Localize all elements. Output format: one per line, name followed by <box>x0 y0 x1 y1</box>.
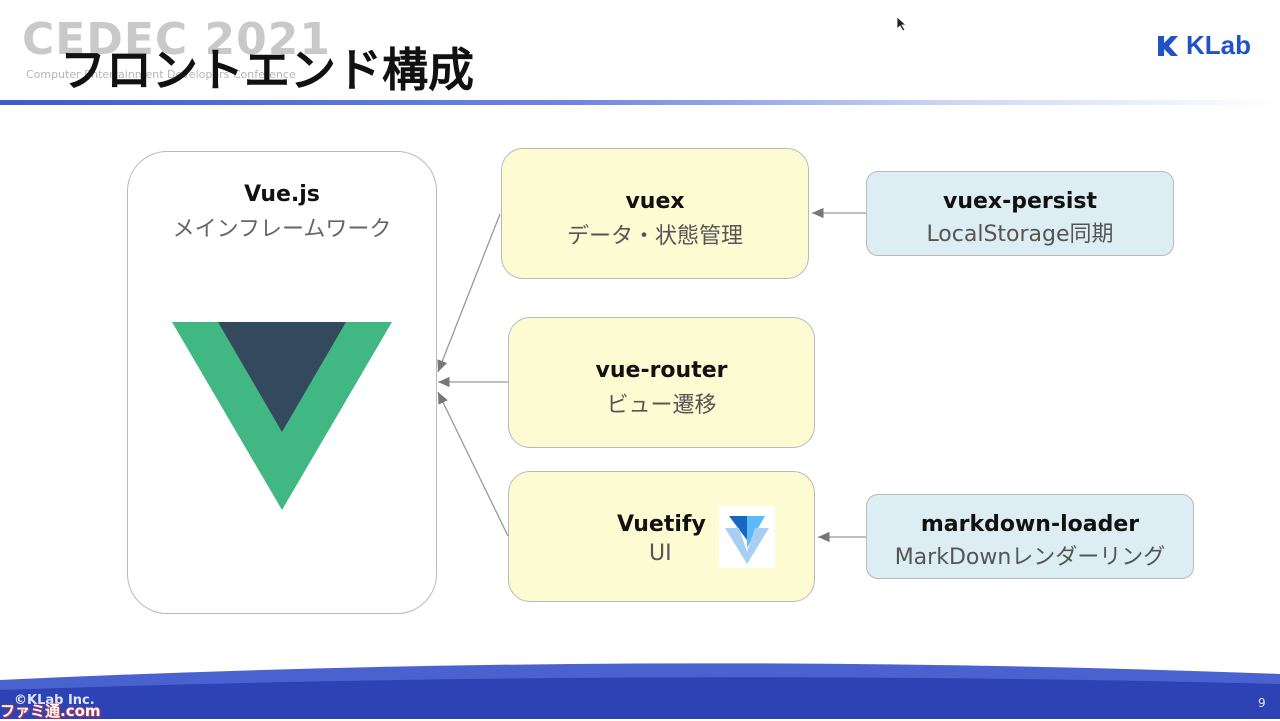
company-logo: KLab <box>1156 30 1251 61</box>
watermark: ファミ通.com <box>0 702 101 720</box>
vuex-box: vuex データ・状態管理 <box>501 148 809 279</box>
vuetify-box: Vuetify UI <box>508 471 815 602</box>
vuex-name: vuex <box>625 189 685 214</box>
vuejs-desc: メインフレームワーク <box>172 217 392 242</box>
event-subtitle: Computer Entertainment Developers Confer… <box>26 68 296 81</box>
page-number: 9 <box>1258 696 1266 710</box>
edge-vuetify-to-vuejs <box>437 391 509 537</box>
event-logo: CEDEC 2021 <box>22 14 331 65</box>
vue-router-desc: ビュー遷移 <box>606 393 717 418</box>
vuejs-box: Vue.js メインフレームワーク <box>127 151 437 614</box>
vuetify-name: Vuetify <box>617 512 706 537</box>
vue-logo-icon <box>172 322 392 510</box>
markdown-loader-name: markdown-loader <box>920 512 1140 537</box>
header-rule <box>0 100 1280 105</box>
vuejs-name: Vue.js <box>244 182 320 207</box>
vuex-persist-desc: LocalStorage同期 <box>926 222 1114 247</box>
vuex-persist-name: vuex-persist <box>942 189 1097 214</box>
vue-router-box: vue-router ビュー遷移 <box>508 317 815 448</box>
footer-band <box>0 663 1280 719</box>
edge-vuex-to-vuejs <box>437 213 501 373</box>
mouse-cursor-icon <box>896 16 908 32</box>
vuetify-logo-icon <box>719 506 775 568</box>
markdown-loader-desc: MarkDownレンダーリング <box>894 545 1166 570</box>
vuex-desc: データ・状態管理 <box>566 224 743 249</box>
slide-title: フロントエンド構成 <box>60 43 474 97</box>
company-logo-text: KLab <box>1186 30 1251 60</box>
vuetify-desc: UI <box>649 541 672 566</box>
klab-mark-icon <box>1158 35 1178 56</box>
vue-router-name: vue-router <box>595 358 728 383</box>
footer-copyright: ©KLab Inc. <box>14 693 95 708</box>
markdown-loader-box: markdown-loader MarkDownレンダーリング <box>866 494 1194 579</box>
vuex-persist-box: vuex-persist LocalStorage同期 <box>866 171 1174 256</box>
